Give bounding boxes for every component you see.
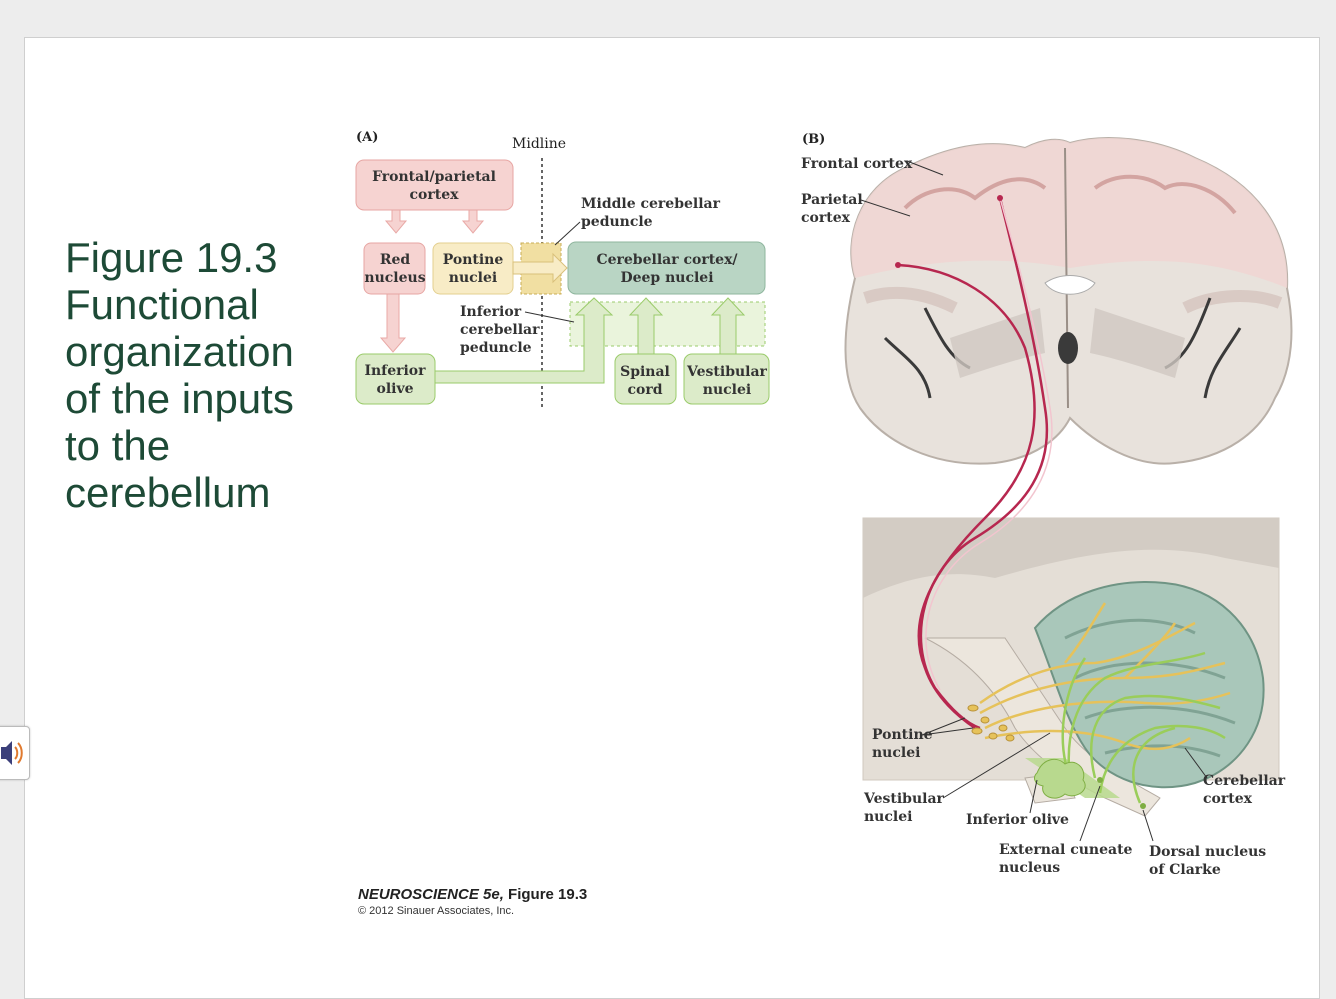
vestibular-nuclei-label: Vestibular xyxy=(863,791,945,807)
arrow-frontal-red xyxy=(384,209,408,234)
credit-copyright: © 2012 Sinauer Associates, Inc. xyxy=(358,905,515,917)
box-spinal-label: cord xyxy=(627,382,662,398)
arrow-frontal-pontine xyxy=(461,209,485,234)
title-line: organization xyxy=(65,328,294,375)
parietal-cortex-label: Parietal xyxy=(801,192,863,208)
box-frontal-label: Frontal/parietal xyxy=(372,169,496,185)
parietal-cortex-label: cortex xyxy=(801,210,851,226)
figure-diagram: (A) Midline Frontal/parietal cortex Red … xyxy=(355,130,1293,878)
speaker-icon xyxy=(1,741,23,765)
arrow-pontine-cerebellum xyxy=(512,252,568,284)
middle-peduncle-label: peduncle xyxy=(581,214,653,230)
inferior-olive-label: Inferior olive xyxy=(966,812,1069,828)
vestibular-nuclei-label: nuclei xyxy=(864,809,912,825)
box-vestibular-label: Vestibular xyxy=(686,364,768,380)
inferior-peduncle-label: Inferior xyxy=(460,304,522,320)
external-cuneate-label: nucleus xyxy=(999,860,1060,876)
credit-book: NEUROSCIENCE 5e, xyxy=(358,886,504,903)
box-frontal-parietal xyxy=(355,159,514,211)
arrow-red-olive xyxy=(379,293,407,353)
box-inferior-olive xyxy=(355,353,436,405)
box-pontine-label: nuclei xyxy=(449,270,497,286)
box-vestibular-label: nuclei xyxy=(703,382,751,398)
box-vestibular xyxy=(683,353,770,405)
title-line: of the inputs xyxy=(65,375,294,422)
box-cerebellar-label: Deep nuclei xyxy=(620,270,713,286)
leader-line xyxy=(524,311,575,323)
midline-label: Midline xyxy=(512,136,566,152)
title-line: cerebellum xyxy=(65,469,271,516)
box-pontine-label: Pontine xyxy=(443,252,504,268)
figure-credit: NEUROSCIENCE 5e, Figure 19.3 © 2012 Sina… xyxy=(358,886,587,917)
panel-b-label: (B) xyxy=(802,132,825,147)
panel-b: (B) xyxy=(801,132,1293,878)
box-red-label: nucleus xyxy=(364,270,425,286)
credit-figure: Figure 19.3 xyxy=(503,886,588,903)
dorsal-clarke-label: of Clarke xyxy=(1149,862,1221,878)
cerebellar-cortex-label: cortex xyxy=(1203,791,1253,807)
cortex-pontine-pathway xyxy=(895,195,1053,730)
pontine-cerebellar-fibers xyxy=(979,602,1231,751)
arrow-olive-cerebellum xyxy=(424,297,614,384)
inferior-peduncle-label: peduncle xyxy=(460,340,532,356)
arrow-spinal-cerebellum xyxy=(628,297,664,357)
box-spinal-label: Spinal xyxy=(620,364,670,380)
title-line: Figure 19.3 xyxy=(65,234,278,281)
box-red-label: Red xyxy=(380,252,411,268)
slide: Figure 19.3 Functional organization of t… xyxy=(24,37,1320,999)
title-line: Functional xyxy=(65,281,259,328)
box-spinal-cord xyxy=(614,353,677,405)
dorsal-clarke-label: Dorsal nucleus xyxy=(1149,844,1266,860)
external-cuneate-label: External cuneate xyxy=(999,842,1133,858)
arrow-vestibular-cerebellum xyxy=(710,297,746,357)
box-pontine xyxy=(432,242,514,295)
pontine-nuclei-label: Pontine xyxy=(872,727,933,743)
pontine-nuclei-label: nuclei xyxy=(872,745,920,761)
box-olive-label: Inferior xyxy=(364,363,426,379)
panel-b-leaders xyxy=(860,160,1208,842)
middle-peduncle-label: Middle cerebellar xyxy=(581,196,721,212)
slide-title: Figure 19.3 Functional organization of t… xyxy=(65,234,325,516)
panel-a: (A) Midline Frontal/parietal cortex Red … xyxy=(355,130,770,408)
box-cerebellar-label: Cerebellar cortex/ xyxy=(596,252,738,268)
frontal-cortex-label: Frontal cortex xyxy=(801,156,913,172)
box-red-nucleus xyxy=(363,242,426,295)
inferior-peduncle-label: cerebellar xyxy=(460,322,540,338)
credit-title: NEUROSCIENCE 5e, Figure 19.3 xyxy=(358,886,587,903)
brain-coronal-section xyxy=(844,137,1293,465)
title-line: to the xyxy=(65,422,171,469)
panel-a-label: (A) xyxy=(356,130,378,145)
pontine-nuclei-cluster xyxy=(967,704,1015,742)
box-frontal-label: cortex xyxy=(410,187,460,203)
leader-line xyxy=(554,221,581,246)
audio-button[interactable] xyxy=(0,726,30,780)
inferior-olive-mass xyxy=(1034,758,1146,809)
box-cerebellar-cortex xyxy=(567,241,766,295)
box-olive-label: olive xyxy=(376,381,413,397)
cerebellar-cortex-label: Cerebellar xyxy=(1203,773,1286,789)
